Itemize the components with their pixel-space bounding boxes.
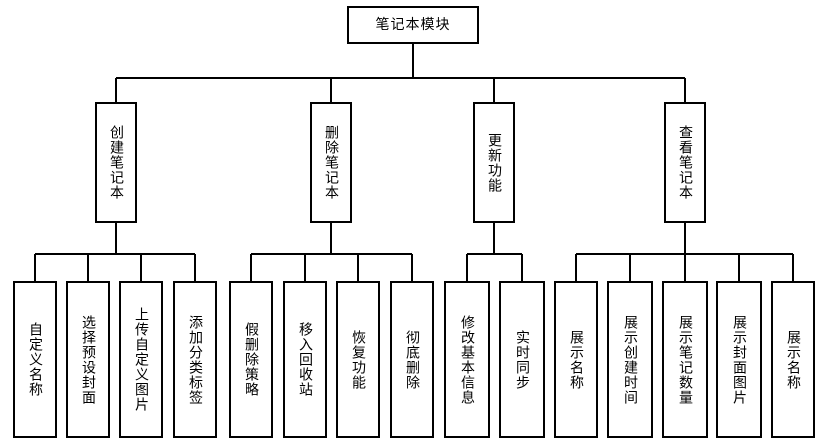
leaf-label: 彻底删除 [404, 329, 420, 390]
leaf-label: 展示笔记数量 [677, 314, 693, 405]
leaf-show-name: 展示名称 [554, 281, 598, 438]
branch-label: 删除笔记本 [323, 125, 339, 200]
leaf-label: 假删除策略 [243, 322, 259, 397]
leaf-label: 自定义名称 [27, 322, 43, 397]
leaf-soft-delete-policy: 假删除策略 [229, 281, 273, 438]
branch-label: 更新功能 [486, 132, 502, 193]
leaf-permanent-delete: 彻底删除 [390, 281, 434, 438]
leaf-move-to-recycle-bin: 移入回收站 [283, 281, 327, 438]
leaf-label: 修改基本信息 [459, 314, 475, 405]
branch-label: 查看笔记本 [677, 125, 693, 200]
leaf-show-cover-image: 展示封面图片 [716, 281, 762, 438]
leaf-label: 展示名称 [785, 329, 801, 390]
branch-delete-notebook: 删除笔记本 [310, 102, 352, 223]
root-label: 笔记本模块 [375, 17, 451, 33]
root-node: 笔记本模块 [347, 6, 479, 44]
branch-label: 创建笔记本 [108, 125, 124, 200]
leaf-label: 移入回收站 [297, 322, 313, 397]
leaf-show-created-time: 展示创建时间 [607, 281, 653, 438]
leaf-label: 展示名称 [568, 329, 584, 390]
leaf-select-preset-cover: 选择预设封面 [66, 281, 110, 438]
leaf-label: 选择预设封面 [80, 314, 96, 405]
leaf-upload-custom-image: 上传自定义图片 [119, 281, 163, 438]
branch-create-notebook: 创建笔记本 [95, 102, 137, 223]
leaf-custom-name: 自定义名称 [13, 281, 57, 438]
leaf-restore-function: 恢复功能 [336, 281, 380, 438]
leaf-label: 实时同步 [514, 329, 530, 390]
leaf-label: 恢复功能 [350, 329, 366, 390]
leaf-label: 添加分类标签 [187, 314, 203, 405]
leaf-label: 上传自定义图片 [133, 307, 149, 412]
leaf-add-category-tag: 添加分类标签 [173, 281, 217, 438]
leaf-edit-basic-info: 修改基本信息 [444, 281, 490, 438]
branch-update-function: 更新功能 [473, 102, 515, 223]
leaf-label: 展示创建时间 [622, 314, 638, 405]
leaf-label: 展示封面图片 [731, 314, 747, 405]
leaf-show-name-2: 展示名称 [771, 281, 815, 438]
leaf-realtime-sync: 实时同步 [499, 281, 545, 438]
branch-view-notebook: 查看笔记本 [664, 102, 706, 223]
leaf-show-note-count: 展示笔记数量 [662, 281, 708, 438]
